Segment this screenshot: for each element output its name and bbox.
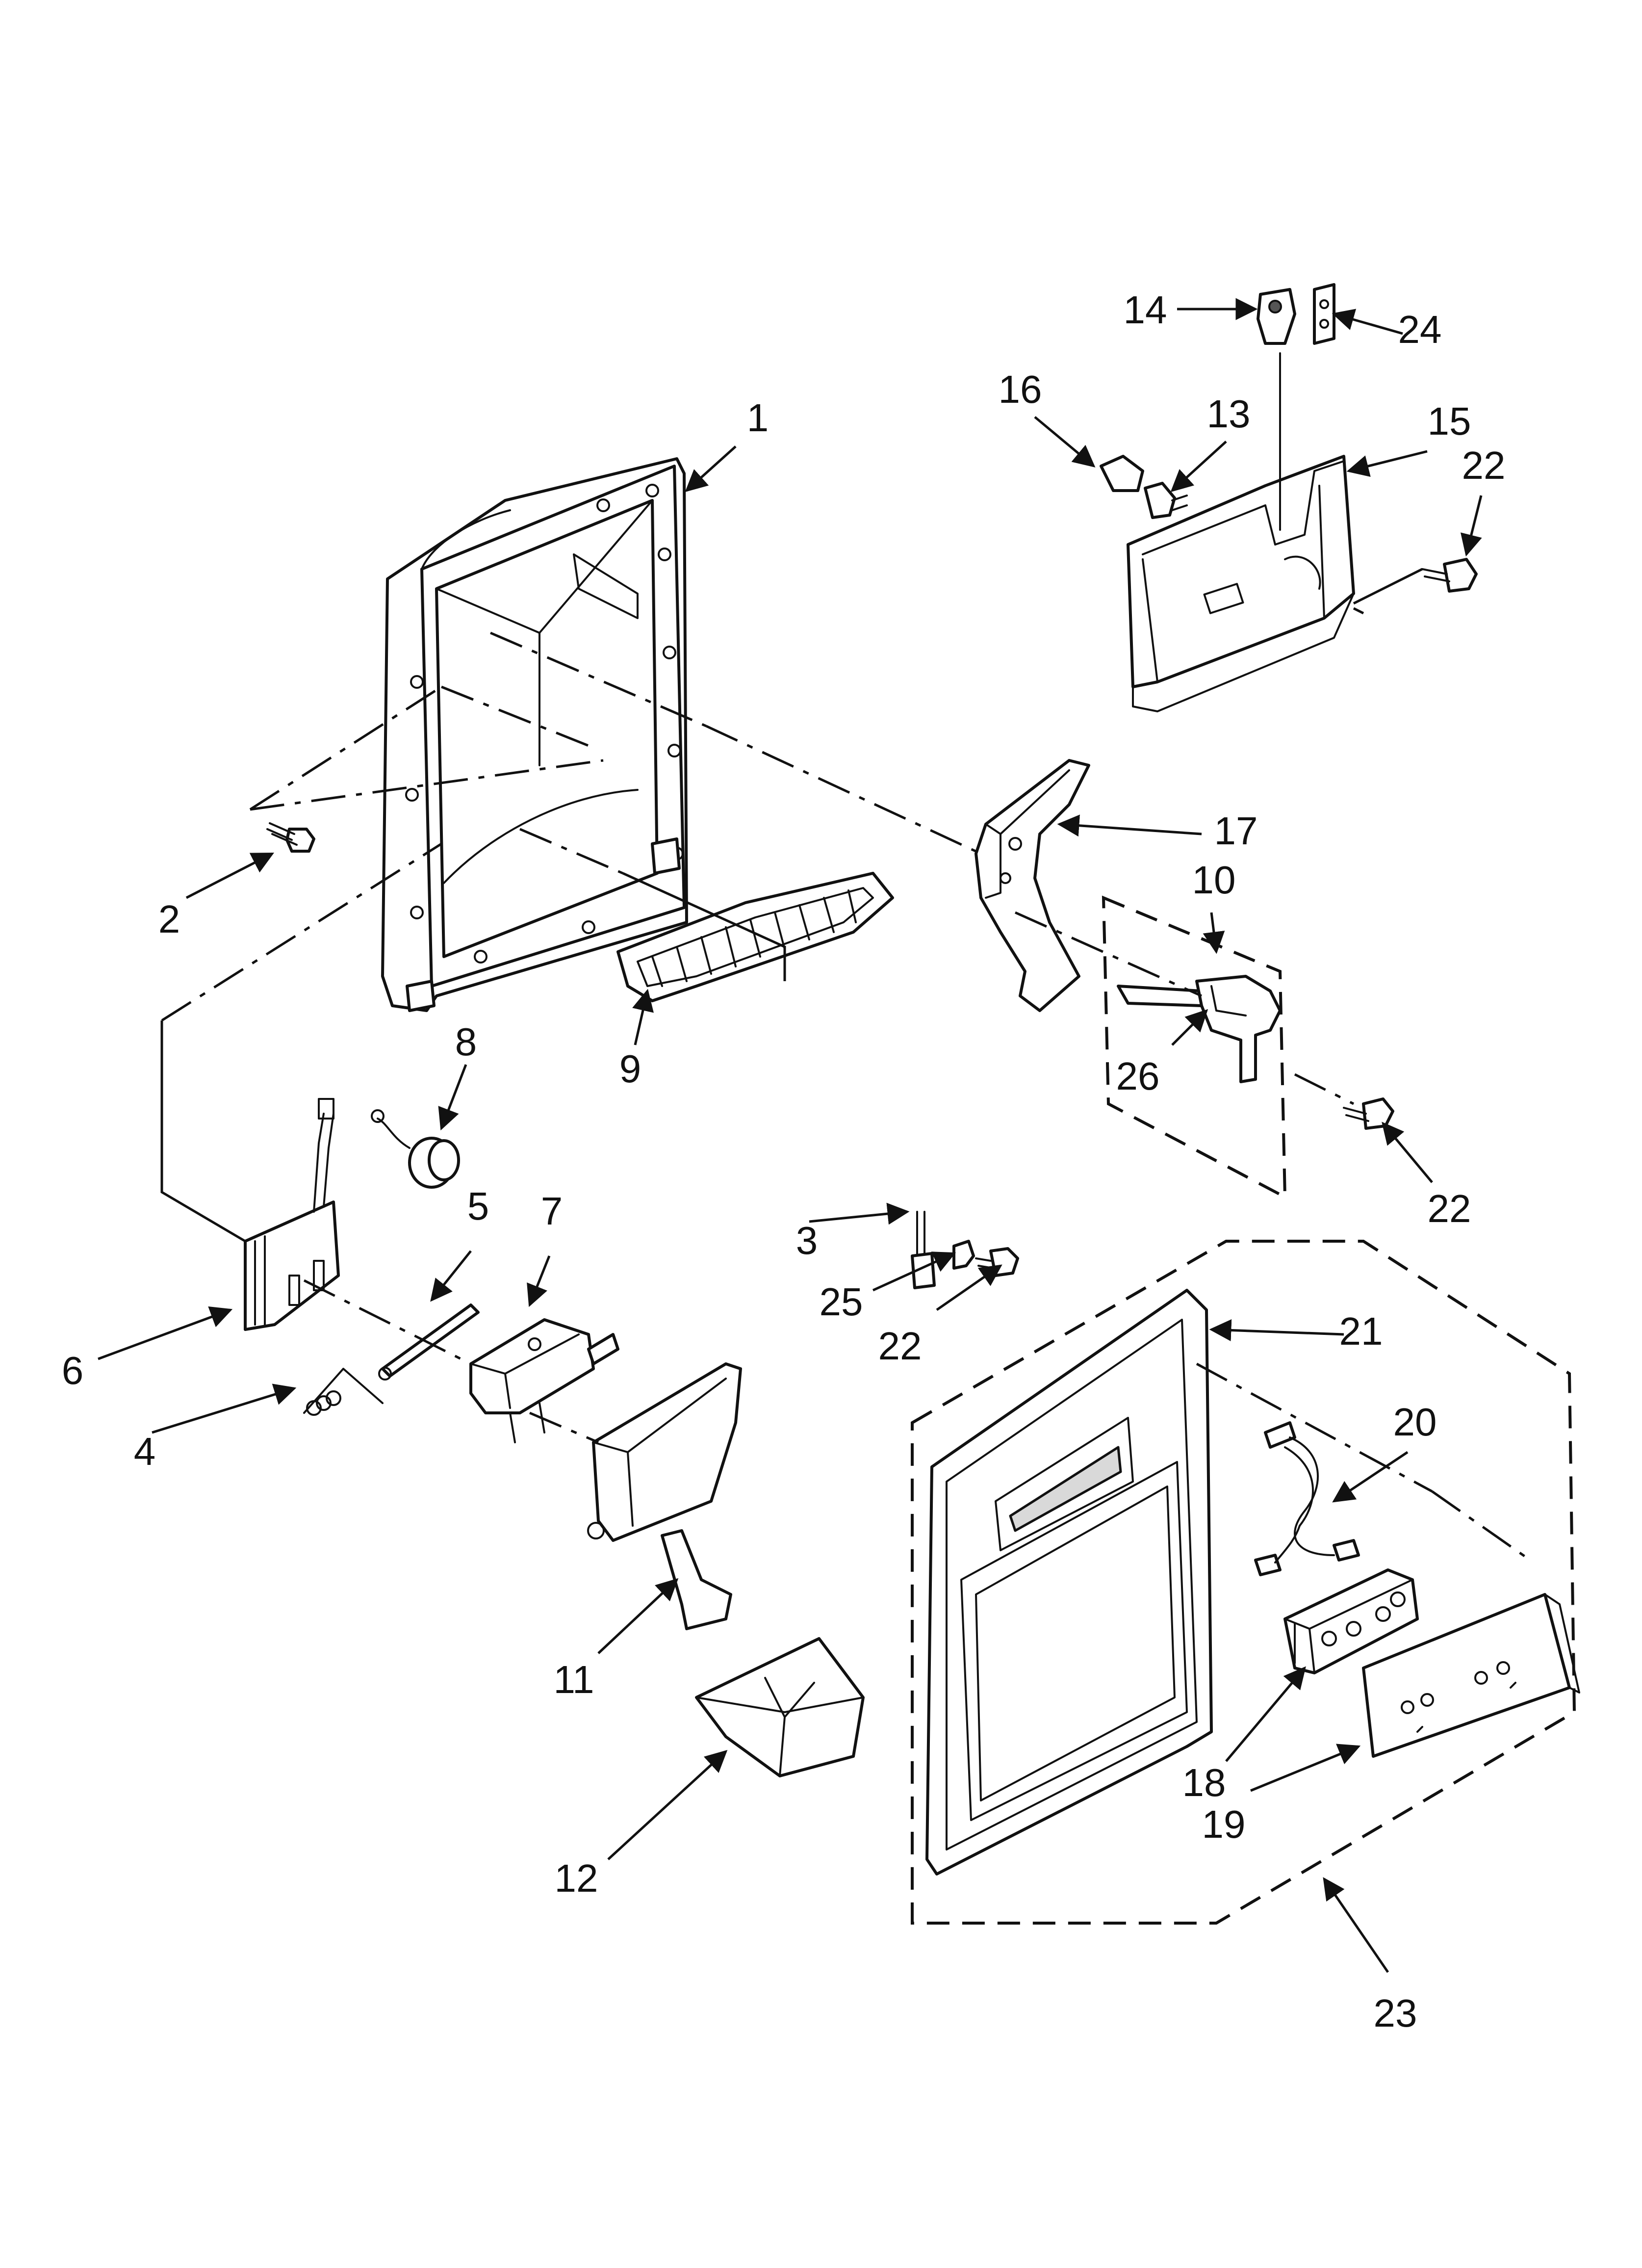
callout-23: 23: [1374, 1991, 1417, 2035]
part-8-solenoid: [371, 1109, 460, 1189]
callout-9: 9: [619, 1047, 641, 1091]
callout-10: 10: [1192, 858, 1236, 902]
callout-20: 20: [1393, 1400, 1437, 1444]
callout-15: 15: [1428, 399, 1471, 443]
callout-6: 6: [62, 1349, 84, 1392]
callout-13: 13: [1207, 392, 1251, 436]
part-22-screw-right: [1343, 1097, 1394, 1130]
callout-24: 24: [1398, 308, 1442, 351]
part-22-screw-middle: [975, 1247, 1019, 1277]
kit-23-boundary: [911, 1240, 1576, 1925]
part-15-light-bracket: [1127, 352, 1355, 712]
callout-1: 1: [747, 396, 769, 440]
part-16-bulb: [1100, 455, 1144, 492]
callout-22-middle: 22: [878, 1324, 922, 1368]
callout-22-top: 22: [1462, 443, 1506, 487]
part-19-control-panel: [1362, 1593, 1580, 1758]
callout-16: 16: [999, 367, 1042, 411]
callout-22-right: 22: [1428, 1187, 1471, 1230]
part-22-screw-top: [1421, 558, 1478, 593]
part-14-switch: [1257, 288, 1296, 345]
part-17-actuator-arm: [975, 759, 1090, 1012]
callout-21: 21: [1339, 1309, 1383, 1353]
callout-7: 7: [541, 1189, 563, 1233]
part-11-ice-door-arm: [587, 1362, 742, 1630]
part-3-clip: [911, 1211, 936, 1289]
part-5-pin: [378, 1303, 480, 1381]
part-20-wire-harness: [1254, 1421, 1360, 1576]
part-7-bracket: [469, 1318, 619, 1443]
callout-5: 5: [467, 1184, 489, 1228]
callout-18: 18: [1182, 1761, 1226, 1804]
callout-arrows: [98, 298, 1483, 1973]
alignment-lines: [160, 568, 1531, 1562]
part-1-dispenser-housing: [381, 457, 688, 1012]
callout-2: 2: [158, 897, 180, 941]
callout-25: 25: [820, 1280, 863, 1324]
callout-12: 12: [555, 1856, 598, 1900]
kit-10-boundary: [1102, 895, 1287, 1200]
callout-19: 19: [1202, 1802, 1246, 1846]
part-25-clip: [952, 1240, 975, 1270]
part-21-dispenser-front: [925, 1289, 1213, 1876]
callout-14: 14: [1124, 288, 1167, 332]
part-4-spring: [303, 1368, 384, 1416]
part-12-ice-chute: [695, 1637, 865, 1777]
callout-4: 4: [134, 1430, 156, 1473]
callout-8: 8: [455, 1020, 477, 1064]
callout-labels: 1 2 3 4 5 6 7 8 9 10 11 12 13 14 15 16 1…: [62, 288, 1506, 2035]
callout-17: 17: [1214, 809, 1258, 853]
callout-26: 26: [1116, 1054, 1160, 1098]
callout-11: 11: [553, 1658, 594, 1701]
part-26-lever: [1117, 975, 1282, 1083]
part-24-insulator: [1313, 283, 1335, 345]
callout-3: 3: [796, 1219, 818, 1262]
part-13-socket: [1144, 482, 1188, 519]
part-2-screw: [266, 822, 315, 853]
part-6-switch-block: [244, 1098, 340, 1331]
